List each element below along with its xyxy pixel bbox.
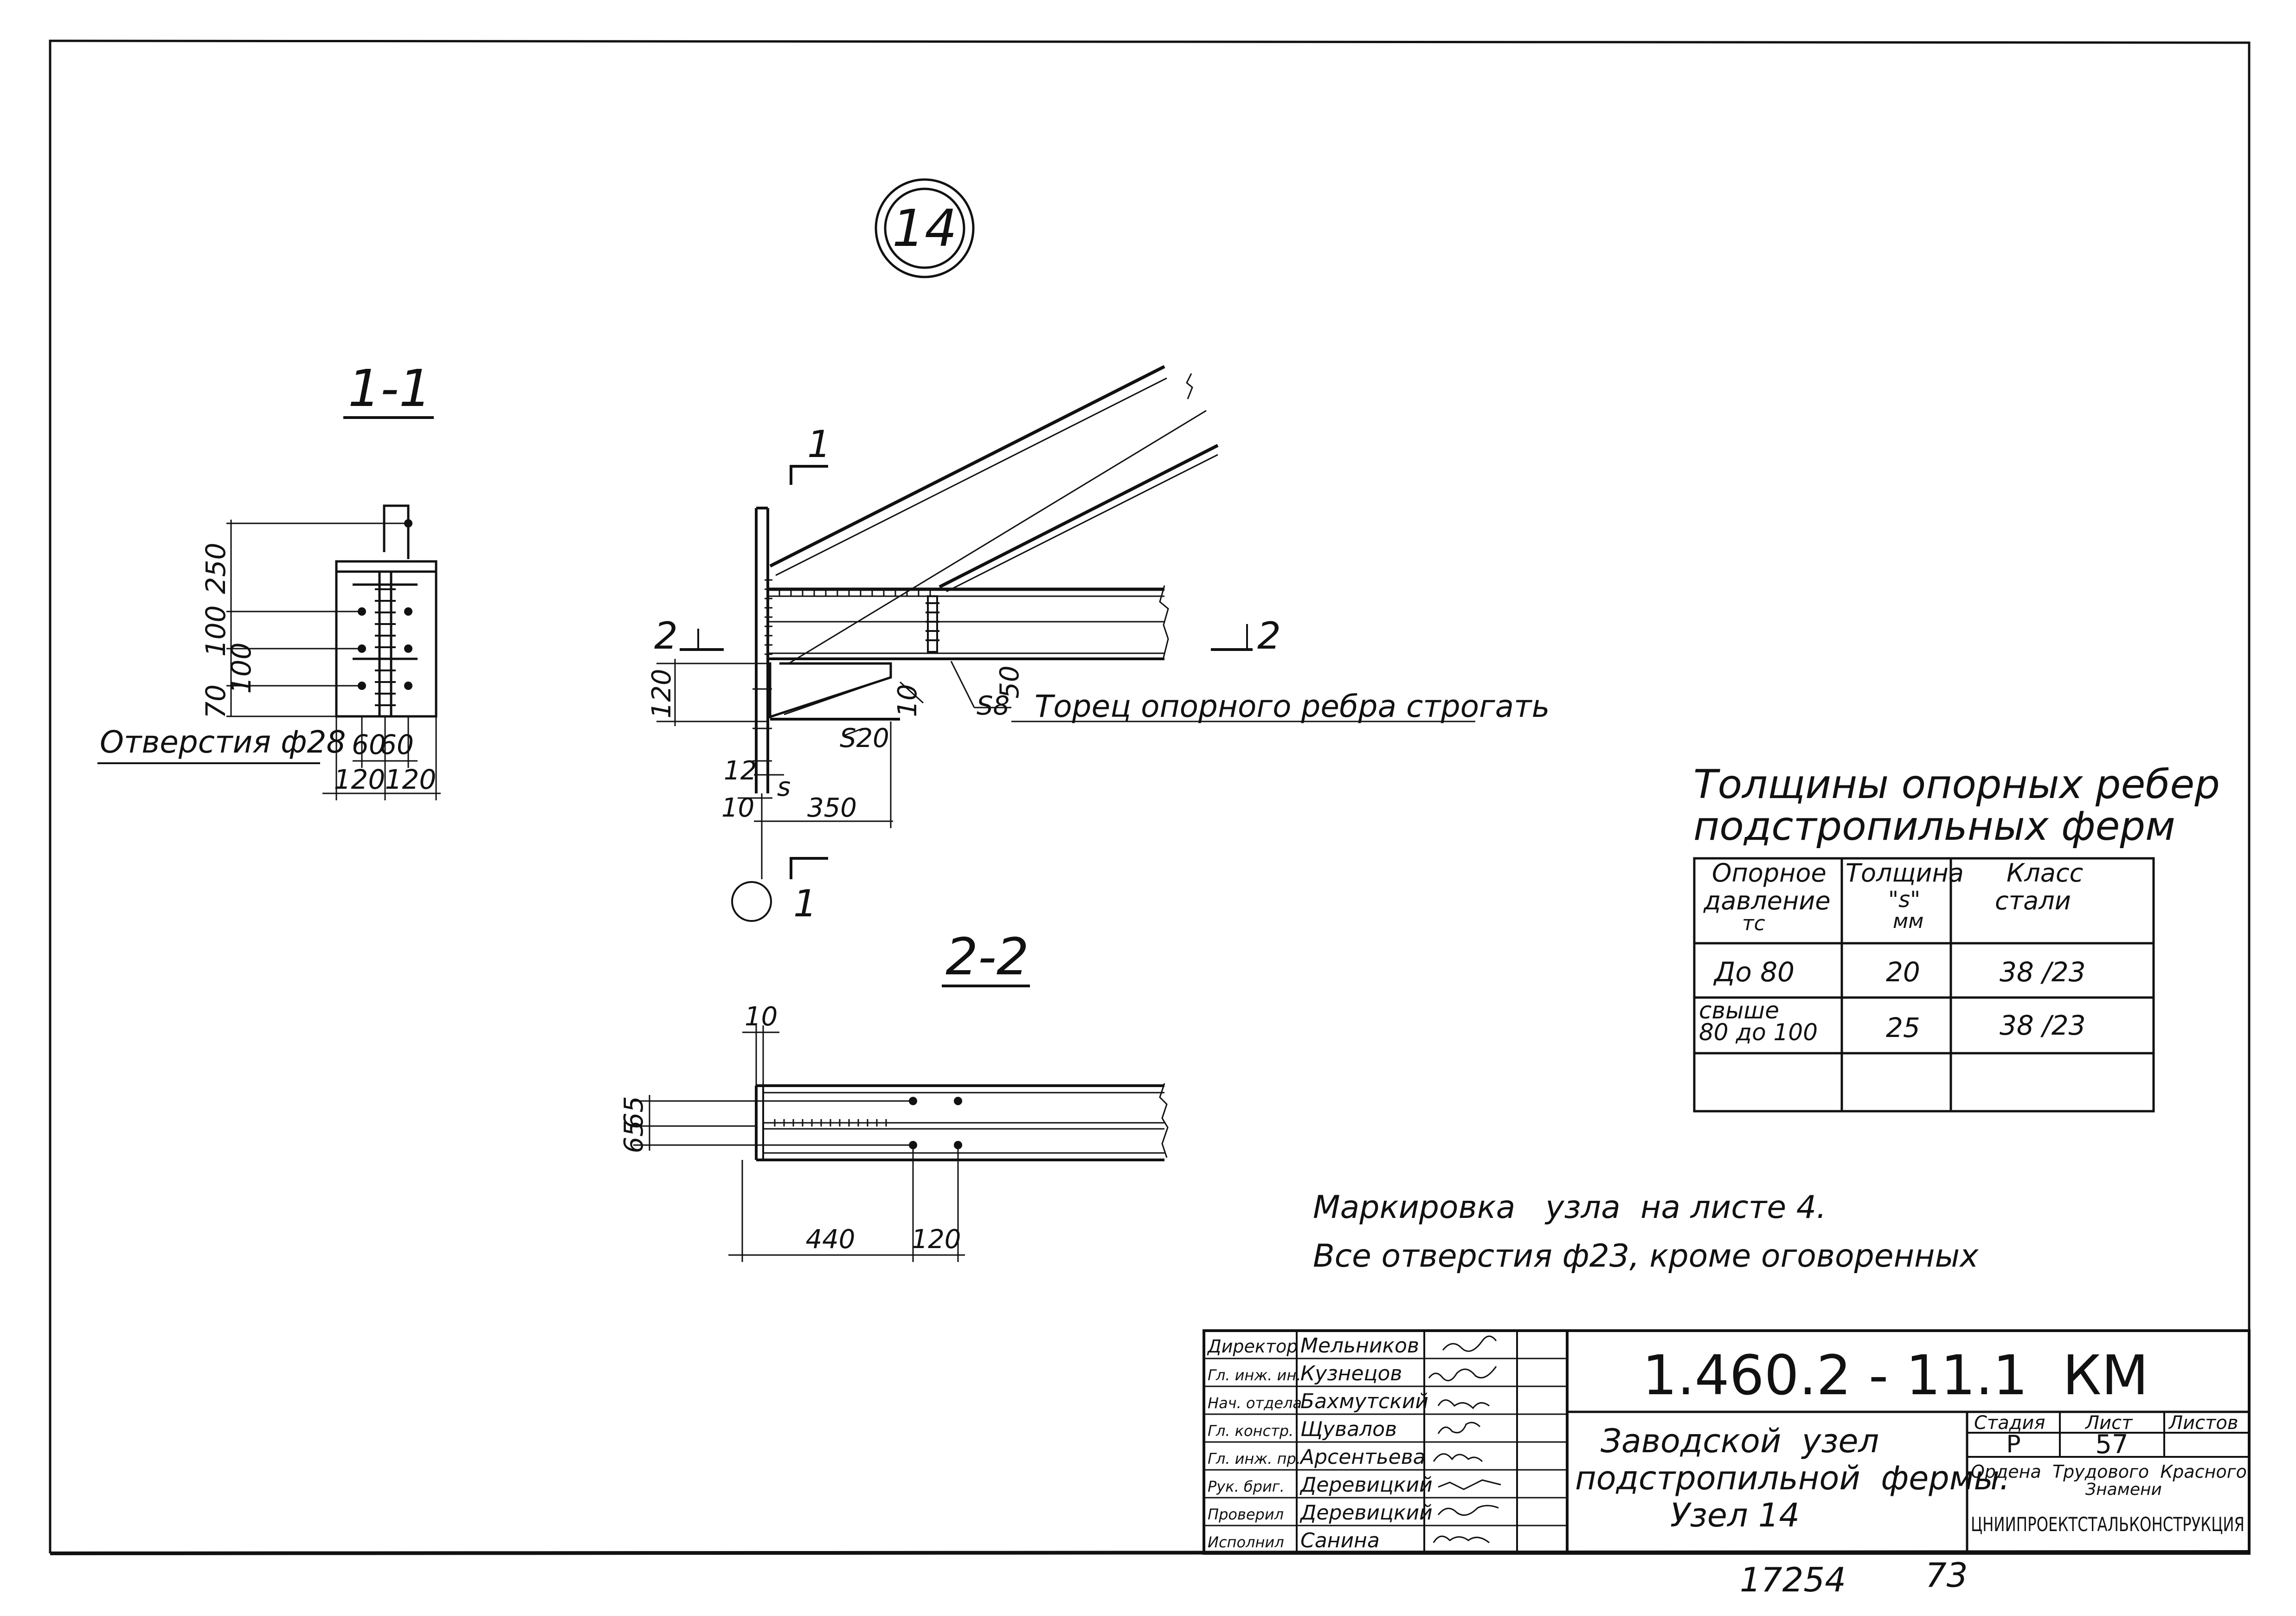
header-thickness-l2: "s" xyxy=(1888,887,1920,913)
title-line-2: подстропильной фермы. xyxy=(1575,1459,2010,1497)
staff-name-5: Арсентьева xyxy=(1299,1445,1426,1469)
dim-50: 50 xyxy=(995,665,1025,698)
row2-pressure-l2: 80 до 100 xyxy=(1699,1019,1818,1046)
section-2-2-title: 2-2 xyxy=(945,927,1029,986)
main-view: 1 1 2 2 120 12 10 s 350 S20 S8 50 xyxy=(647,365,1550,925)
row2-steel: 38 /23 xyxy=(2000,1010,2086,1041)
org-line-1: Ордена Трудового Красного xyxy=(1971,1461,2247,1482)
table-title-line1: Толщины опорных ребер xyxy=(1693,761,2220,808)
facing-note: Торец опорного ребра строгать xyxy=(1035,689,1550,724)
dim-250: 250 xyxy=(200,543,232,594)
row2-thickness: 25 xyxy=(1886,1012,1920,1043)
note-marking: Маркировка узла на листе 4. xyxy=(1313,1189,1827,1226)
header-pressure-l3: тс xyxy=(1742,912,1765,935)
node-badge: 14 xyxy=(875,178,975,278)
staff-name-8: Санина xyxy=(1300,1529,1380,1552)
cut-1-bottom-label: 1 xyxy=(793,882,817,925)
dim-440: 440 xyxy=(806,1224,855,1255)
label-s8: S8 xyxy=(977,691,1010,721)
section-1-1: 1-1 xyxy=(97,359,441,800)
thickness-table: Толщины опорных ребер подстропильных фер… xyxy=(1693,761,2220,1113)
staff-rows: Директор Мельников Гл. инж. ин. Кузнецов… xyxy=(1207,1334,1433,1552)
dim-350: 350 xyxy=(807,793,857,823)
header-thickness-l1: Толщина xyxy=(1846,858,1964,888)
staff-name-1: Мельников xyxy=(1300,1334,1419,1358)
row2-pressure-l1: свыше xyxy=(1699,997,1779,1024)
org-line-2: Знамени xyxy=(2085,1480,2162,1499)
note-holes: Все отверстия ф23, кроме оговоренных xyxy=(1313,1238,1979,1275)
staff-name-7: Деревицкий xyxy=(1299,1501,1433,1525)
staff-name-6: Деревицкий xyxy=(1299,1473,1433,1497)
dim-100b: 100 xyxy=(225,643,257,694)
dim-65a: 65 xyxy=(619,1096,649,1129)
cut-2-left-label: 2 xyxy=(654,614,678,657)
node-badge-number: 14 xyxy=(892,199,957,258)
label-s20: S20 xyxy=(840,723,889,753)
title-block: Директор Мельников Гл. инж. ин. Кузнецов… xyxy=(1203,1329,2251,1555)
header-thickness-l3: мм xyxy=(1893,909,1923,933)
header-steel-l2: стали xyxy=(1995,886,2071,915)
staff-role-8: Исполнил xyxy=(1208,1533,1284,1551)
staff-name-3: Бахмутский xyxy=(1300,1390,1428,1413)
title-line-3: Узел 14 xyxy=(1670,1496,1800,1534)
dim-65b: 65 xyxy=(619,1120,649,1153)
archive-number: 17254 xyxy=(1740,1560,1846,1599)
staff-role-3: Нач. отдела xyxy=(1208,1394,1302,1412)
header-pressure-l2: давление xyxy=(1703,886,1831,915)
general-notes: Маркировка узла на листе 4. Все отверсти… xyxy=(1313,1189,1979,1275)
row1-pressure: До 80 xyxy=(1713,956,1794,988)
dim-100a: 100 xyxy=(200,605,232,657)
dim-10-s22: 10 xyxy=(745,1002,778,1032)
dim-120-main: 120 xyxy=(647,669,677,719)
table-title-line2: подстропильных ферм xyxy=(1693,803,2175,850)
staff-role-6: Рук. бриг. xyxy=(1208,1478,1285,1495)
staff-role-5: Гл. инж. пр. xyxy=(1208,1450,1301,1468)
dim-120-s22: 120 xyxy=(912,1224,961,1255)
section-2-2: 2-2 xyxy=(619,927,1169,1262)
holes-note: Отверстия ф28 xyxy=(100,724,346,760)
dim-70: 70 xyxy=(200,684,232,719)
staff-name-2: Кузнецов xyxy=(1300,1362,1402,1385)
org-name: ЦНИИПРОЕКТСТАЛЬКОНСТРУКЦИЯ xyxy=(1971,1513,2245,1536)
staff-role-4: Гл. констр. xyxy=(1208,1422,1293,1440)
title-line-1: Заводской узел xyxy=(1601,1422,1879,1460)
staff-name-4: Щувалов xyxy=(1300,1417,1397,1441)
cut-2-right-label: 2 xyxy=(1257,614,1281,657)
dim-120a: 120 xyxy=(334,764,386,795)
dim-10b: 10 xyxy=(893,684,923,717)
dim-s: s xyxy=(777,772,791,802)
stage-value: Р xyxy=(2006,1430,2020,1458)
axis-marker xyxy=(731,881,772,922)
staff-role-7: Проверил xyxy=(1208,1506,1284,1523)
sheet-label: Лист xyxy=(2084,1412,2133,1434)
row1-steel: 38 /23 xyxy=(2000,956,2086,988)
dim-120b: 120 xyxy=(385,764,437,795)
header-pressure-l1: Опорное xyxy=(1712,858,1827,888)
dim-12: 12 xyxy=(724,756,757,786)
stage-label: Стадия xyxy=(1974,1412,2045,1434)
doc-code: 1.460.2 - 11.1 КМ xyxy=(1642,1343,2148,1407)
dim-60a: 60 xyxy=(352,729,386,760)
signatures xyxy=(1428,1335,1501,1544)
cut-1-top-label: 1 xyxy=(807,423,831,466)
page-number: 73 xyxy=(1925,1556,1968,1595)
row1-thickness: 20 xyxy=(1886,956,1920,988)
dim-60b: 60 xyxy=(379,729,414,760)
dim-10: 10 xyxy=(721,793,754,823)
header-steel-l1: Класс xyxy=(2007,858,2083,888)
sheets-label: Листов xyxy=(2168,1412,2238,1434)
sheet-value: 57 xyxy=(2095,1429,2128,1460)
section-1-1-title: 1-1 xyxy=(348,359,431,418)
staff-role-2: Гл. инж. ин. xyxy=(1208,1366,1301,1384)
staff-role-1: Директор xyxy=(1207,1336,1298,1357)
